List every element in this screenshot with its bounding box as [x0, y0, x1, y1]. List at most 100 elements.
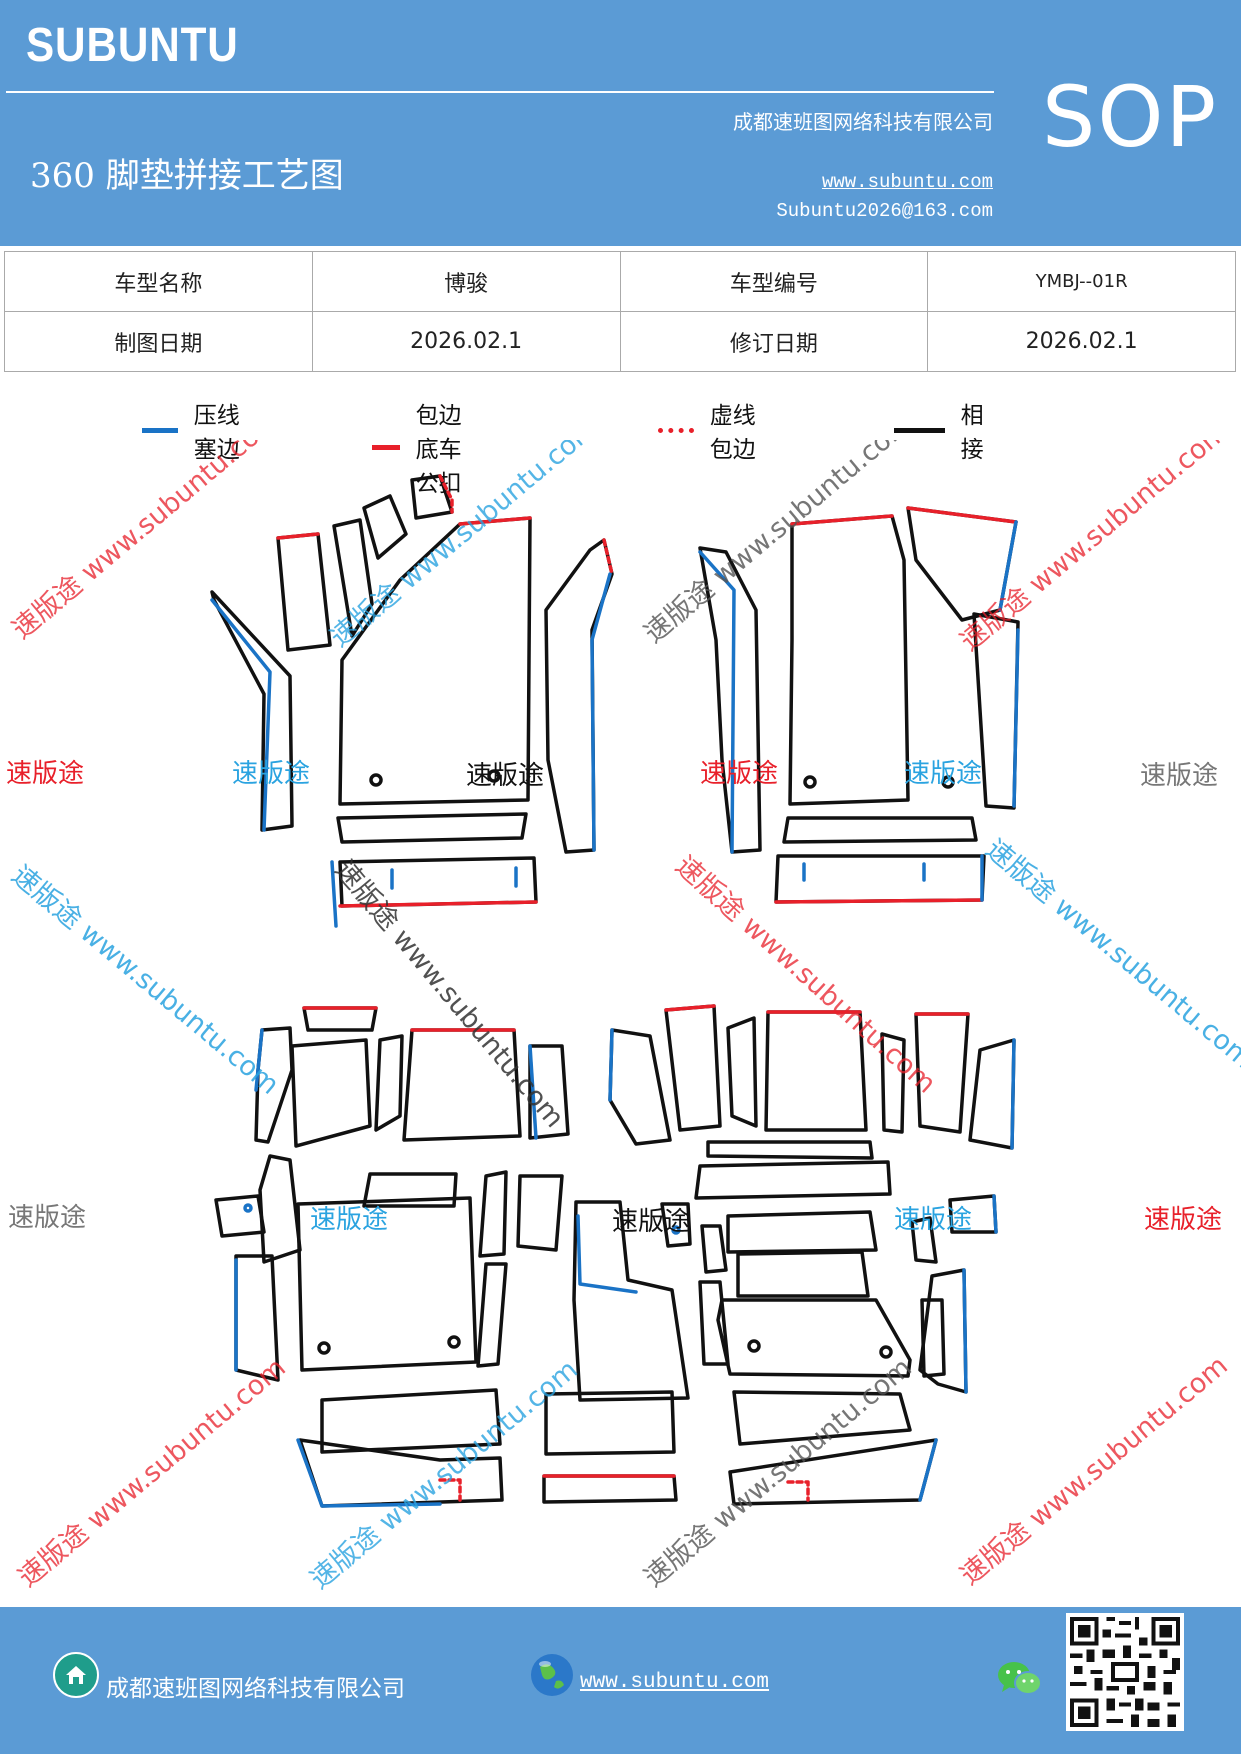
mat-piece — [736, 1250, 870, 1298]
watermark-text: 速版途 — [6, 759, 84, 789]
mat-piece — [910, 1216, 938, 1264]
mat-piece — [716, 1298, 912, 1378]
footer-banner: 成都速班图网络科技有限公司 www.subuntu.com — [0, 1607, 1241, 1754]
mat-piece — [698, 1280, 730, 1366]
hem-edge — [664, 1004, 716, 1012]
table-row: 车型名称 博骏 车型编号 YMBJ--01R — [4, 251, 1236, 312]
mat-piece — [726, 1210, 878, 1254]
dashed-hem-edge — [438, 474, 454, 514]
dashed-hem-edge — [786, 1480, 810, 1502]
footer-company-name: 成都速班图网络科技有限公司 — [106, 1676, 405, 1702]
press-edge — [1012, 628, 1020, 808]
clip-hole — [369, 773, 383, 787]
legend-swatch — [894, 427, 945, 433]
sop-badge: SOP — [1042, 68, 1219, 166]
mat-piece — [476, 1262, 508, 1368]
clip-hole — [671, 1225, 681, 1235]
press-edge — [918, 1438, 938, 1502]
press-slot — [390, 866, 518, 890]
mat-piece — [788, 514, 910, 806]
watermark-text: 速版途 — [8, 1203, 86, 1233]
mat-piece — [276, 532, 332, 652]
press-edge — [698, 550, 736, 854]
legend-item: 压线塞边 — [142, 396, 245, 464]
mat-piece — [774, 854, 986, 904]
footer-website-link[interactable]: www.subuntu.com — [580, 1671, 770, 1694]
watermark-diagonal: 速版途 www.subuntu.com — [329, 855, 570, 1134]
vehicle-info-table: 车型名称 博骏 车型编号 YMBJ--01R 制图日期 2026.02.1 修订… — [4, 251, 1236, 372]
page-title: 360 脚垫拼接工艺图 — [30, 156, 344, 196]
mat-piece — [296, 1196, 478, 1372]
mat-piece — [214, 1194, 266, 1238]
press-edge — [1010, 1038, 1016, 1150]
hem-edge — [276, 532, 320, 540]
press-edge — [992, 1194, 998, 1234]
dashed-hem-edge — [602, 538, 614, 576]
watermark-text: 速版途 — [904, 759, 982, 789]
mat-piece — [608, 1028, 672, 1146]
hem-edge — [458, 516, 532, 526]
press-edge — [590, 572, 612, 852]
press-edge — [254, 1028, 264, 1092]
mat-piece — [302, 1006, 378, 1032]
clip-hole — [243, 1203, 253, 1213]
mat-piece — [290, 1038, 372, 1148]
hem-edge — [790, 514, 894, 526]
mat-piece — [544, 538, 614, 854]
mat-piece — [706, 1140, 874, 1160]
legend-label: 相接 — [960, 403, 984, 463]
press-edge — [210, 598, 272, 832]
legend-item: 虚线包边 — [658, 396, 761, 464]
header-website-link[interactable]: www.subuntu.com — [821, 171, 993, 193]
mat-piece — [732, 1390, 912, 1446]
mat-piece — [918, 1268, 968, 1394]
lower-center-pieces — [542, 1004, 1016, 1504]
lower-left-pieces — [214, 1006, 570, 1508]
hem-edge — [338, 900, 538, 908]
watermark-diagonal: 速版途 www.subuntu.com — [6, 860, 285, 1101]
brand-logo: SUBUNTU — [26, 19, 239, 72]
watermark-diagonal: 速版途 www.subuntu.com — [669, 850, 941, 1099]
clip-hole — [803, 775, 817, 789]
mat-piece — [542, 1474, 678, 1504]
mat-piece — [210, 590, 294, 832]
mat-piece — [336, 812, 528, 844]
clip-hole — [747, 1339, 761, 1353]
clip-hole — [317, 1341, 331, 1355]
wechat-icon — [998, 1662, 1042, 1695]
table-cell: 2026.02.1 — [311, 311, 621, 372]
legend-label: 压线塞边 — [193, 403, 240, 463]
watermark-layer: 速版途 速版途 速版途 速版途 速版途 速版途 速版途 速版途 速版途 速版途 … — [6, 440, 1241, 1595]
mat-piece — [528, 1044, 570, 1140]
mat-piece — [694, 1160, 892, 1200]
mat-piece — [660, 1202, 692, 1248]
header-divider — [6, 91, 994, 93]
dashed-hem-edge — [438, 1478, 462, 1502]
table-cell: 车型编号 — [619, 251, 929, 312]
mat-piece — [880, 1032, 906, 1134]
press-edge — [296, 1438, 442, 1508]
watermark-diagonal: 速版途 www.subuntu.com — [955, 1350, 1234, 1591]
press-edge — [962, 1268, 968, 1394]
mat-piece — [362, 1172, 458, 1208]
watermark-text: 速版途 — [1144, 1205, 1222, 1235]
header-email: Subuntu2026@163.com — [776, 200, 993, 222]
press-edge — [528, 1044, 538, 1140]
legend-label: 虚线包边 — [709, 403, 756, 463]
mat-piece — [700, 1224, 728, 1274]
home-icon — [53, 1652, 99, 1698]
mat-piece — [258, 1154, 302, 1264]
clip-hole — [487, 769, 501, 783]
header-company-name: 成都速班图网络科技有限公司 — [733, 110, 993, 134]
table-cell: 车型名称 — [4, 251, 313, 312]
mat-piece — [362, 494, 408, 560]
mat-piece — [572, 1200, 690, 1402]
header-banner: SUBUNTU 成都速班图网络科技有限公司 360 脚垫拼接工艺图 www.su… — [0, 0, 1241, 246]
table-cell: YMBJ--01R — [927, 251, 1236, 312]
watermark-diagonal: 速版途 www.subuntu.com — [13, 1352, 292, 1593]
clip-hole — [879, 1345, 893, 1359]
legend-item: 相接 — [894, 396, 997, 464]
mat-pattern-diagram: 速版途 速版途 速版途 速版途 速版途 速版途 速版途 速版途 速版途 速版途 … — [6, 440, 1241, 1595]
mat-piece — [968, 1038, 1016, 1150]
press-edge — [608, 1028, 614, 1102]
